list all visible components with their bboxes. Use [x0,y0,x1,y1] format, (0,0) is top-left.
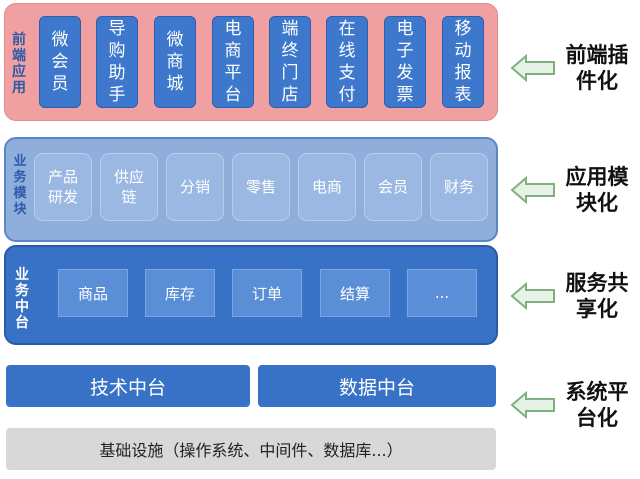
service-box: 商品 [58,269,128,317]
left-arrow-icon [510,176,555,204]
modules-layer-label: 业务模块 [13,154,27,217]
tech-middle-platform: 技术中台 [6,365,250,407]
frontend-side-label: 前端插件化 [565,43,629,93]
service-box: 库存 [145,269,215,317]
app-box: 微商城 [154,16,196,108]
modules-layer: 业务模块 产品研发 供应链 分销 零售 电商 会员 财务 [4,137,498,242]
app-box: 电子发票 [384,16,426,108]
frontend-layer: 前端应用 微会员 导购助手 微商城 电商平台 端终门店 在线支付 电子发票 移动… [4,3,498,121]
data-middle-platform: 数据中台 [258,365,496,407]
left-arrow-icon [510,54,555,82]
module-box: 财务 [430,153,488,221]
app-box: 电商平台 [212,16,254,108]
app-box: 移动报表 [442,16,484,108]
module-box: 零售 [232,153,290,221]
middle-side-label: 服务共享化 [565,271,629,321]
module-box: 电商 [298,153,356,221]
module-box: 会员 [364,153,422,221]
module-box: 产品研发 [34,153,92,221]
modules-side-label: 应用模块化 [565,165,629,215]
platform-side-label: 系统平台化 [565,380,629,430]
business-middle-layer-label: 业务中台 [15,267,29,331]
business-middle-layer: 业务中台 商品 库存 订单 结算 ... [4,245,498,345]
module-box: 分销 [166,153,224,221]
module-box: 供应链 [100,153,158,221]
service-box: 订单 [232,269,302,317]
frontend-layer-label: 前端应用 [12,32,26,96]
left-arrow-icon [510,282,555,310]
app-box: 微会员 [39,16,81,108]
app-box: 导购助手 [96,16,138,108]
app-box: 在线支付 [326,16,368,108]
app-box: 端终门店 [269,16,311,108]
left-arrow-icon [510,391,555,419]
service-box: 结算 [320,269,390,317]
service-box: ... [407,269,477,317]
infrastructure-bar: 基础设施（操作系统、中间件、数据库...） [6,428,496,470]
